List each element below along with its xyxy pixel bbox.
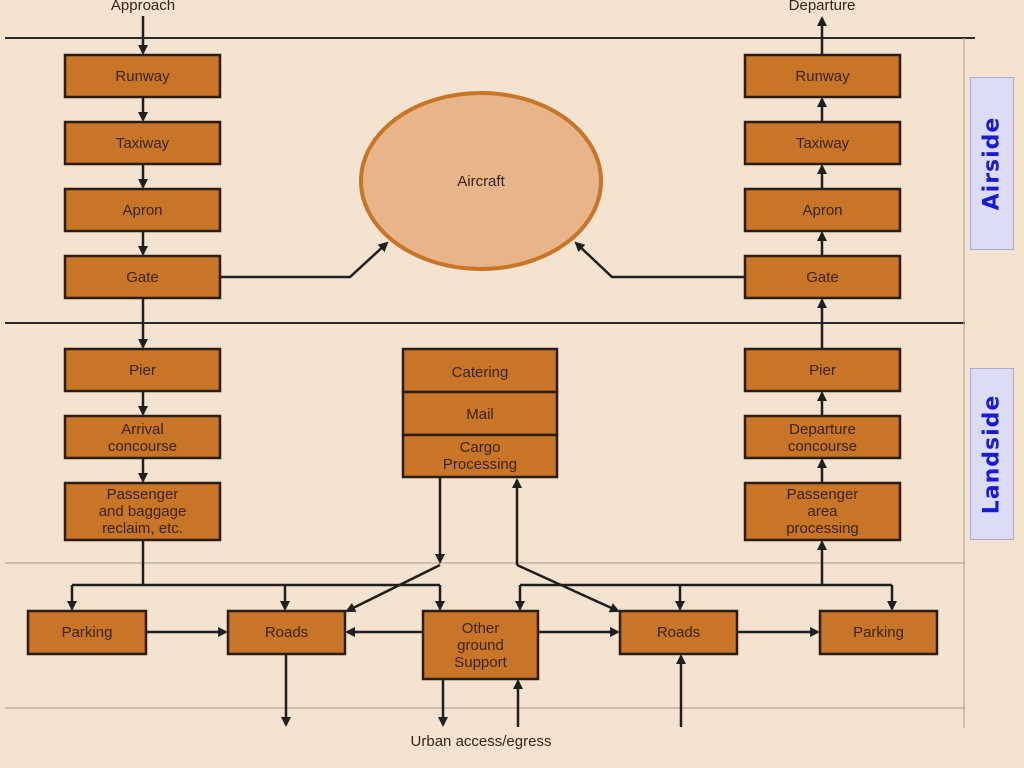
svg-text:area: area (807, 503, 838, 520)
departure-taxiway-box: Taxiway (743, 120, 902, 166)
landside-zone-label: Landside (970, 368, 1014, 540)
departure-apron-box: Apron (743, 187, 902, 233)
arrival-gate-box: Gate (63, 254, 222, 300)
svg-text:Parking: Parking (62, 624, 113, 641)
svg-text:Aircraft: Aircraft (457, 173, 505, 190)
aircraft-node: Aircraft (359, 91, 603, 271)
arrival-runway-box: Runway (63, 53, 222, 99)
departure-concourse-box: Departure concourse (743, 414, 902, 460)
svg-text:Passenger: Passenger (107, 486, 179, 503)
svg-text:Taxiway: Taxiway (116, 135, 170, 152)
svg-text:Passenger: Passenger (787, 486, 859, 503)
departure-passenger-processing-box: Passenger area processing (743, 481, 902, 542)
svg-text:Roads: Roads (265, 624, 308, 641)
catering-box: Catering (401, 347, 559, 394)
arrow-to-roads-right-diagonal (516, 563, 620, 613)
departure-label: Departure (789, 0, 856, 14)
svg-text:Catering: Catering (452, 364, 509, 381)
svg-text:Cargo: Cargo (460, 439, 501, 456)
svg-text:Gate: Gate (806, 269, 839, 286)
roads-right-box: Roads (618, 609, 739, 656)
svg-text:ground: ground (457, 637, 504, 654)
arrival-taxiway-box: Taxiway (63, 120, 222, 166)
svg-text:Pier: Pier (809, 362, 836, 379)
approach-label: Approach (111, 0, 175, 14)
arrival-passenger-processing-box: Passenger and baggage reclaim, etc. (63, 481, 222, 542)
arrival-apron-box: Apron (63, 187, 222, 233)
parking-left-box: Parking (26, 609, 148, 656)
svg-text:concourse: concourse (108, 438, 177, 455)
svg-text:Mail: Mail (466, 406, 494, 423)
svg-text:Runway: Runway (115, 68, 170, 85)
svg-text:reclaim, etc.: reclaim, etc. (102, 520, 183, 537)
svg-text:Gate: Gate (126, 269, 159, 286)
svg-text:and baggage: and baggage (99, 503, 187, 520)
svg-text:Support: Support (454, 654, 507, 671)
arrow-to-roads-left-diagonal (345, 563, 441, 613)
svg-text:Taxiway: Taxiway (796, 135, 850, 152)
arrow-departure-gate-aircraft (574, 241, 745, 279)
svg-text:Parking: Parking (853, 624, 904, 641)
departure-pier-box: Pier (743, 347, 902, 393)
svg-text:Departure: Departure (789, 421, 856, 438)
arrival-concourse-box: Arrival concourse (63, 414, 222, 460)
svg-text:Arrival: Arrival (121, 421, 164, 438)
departure-gate-box: Gate (743, 254, 902, 300)
svg-text:Roads: Roads (657, 624, 700, 641)
svg-text:processing: processing (786, 520, 859, 537)
urban-access-label: Urban access/egress (411, 733, 552, 750)
arrival-pier-box: Pier (63, 347, 222, 393)
svg-text:Apron: Apron (122, 202, 162, 219)
airside-zone-label: Airside (970, 77, 1014, 250)
svg-text:Processing: Processing (443, 456, 517, 473)
svg-text:concourse: concourse (788, 438, 857, 455)
parking-right-box: Parking (818, 609, 939, 656)
cargo-processing-box: Cargo Processing (401, 433, 559, 479)
svg-text:Other: Other (462, 620, 500, 637)
arrow-arrival-gate-aircraft (220, 241, 389, 279)
mail-box: Mail (401, 390, 559, 437)
departure-runway-box: Runway (743, 53, 902, 99)
svg-text:Apron: Apron (802, 202, 842, 219)
other-ground-support-box: Other ground Support (421, 609, 540, 681)
svg-text:Pier: Pier (129, 362, 156, 379)
roads-left-box: Roads (226, 609, 347, 656)
svg-text:Runway: Runway (795, 68, 850, 85)
